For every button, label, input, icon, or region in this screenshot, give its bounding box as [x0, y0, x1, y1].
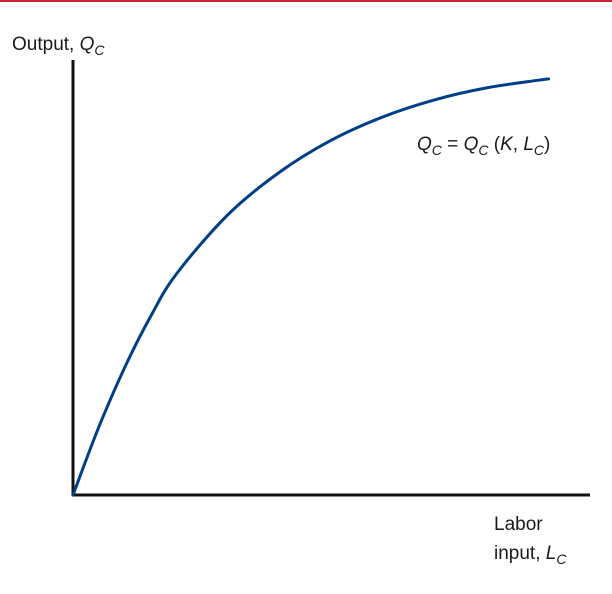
x-axis-label-line2: input, LC	[494, 543, 567, 567]
production-curve	[71, 77, 551, 497]
top-rule	[0, 0, 612, 2]
x-axis-label-line1: Labor	[494, 514, 543, 535]
y-axis-label: Output, QC	[12, 34, 105, 58]
curve-label: QC = QC (K, LC)	[417, 134, 550, 158]
axes	[71, 60, 590, 497]
